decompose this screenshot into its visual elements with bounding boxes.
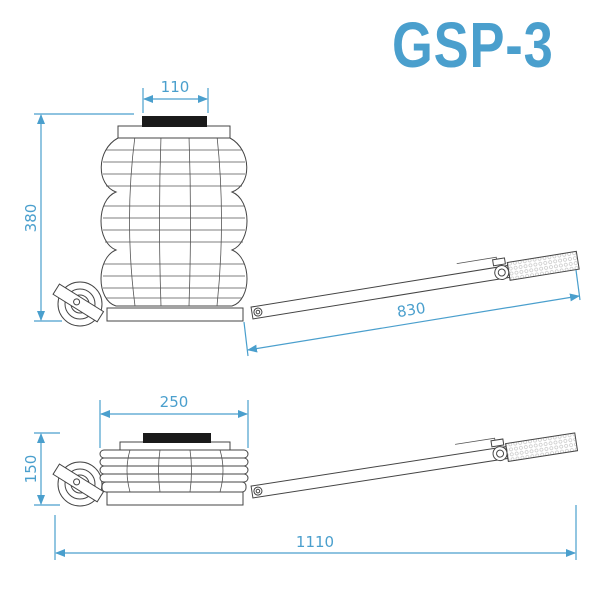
raised-jack: 110 380 830	[22, 78, 581, 357]
lift-plate-lowered	[143, 433, 211, 443]
base-plate-lowered	[106, 491, 244, 506]
wheel-raised	[52, 281, 105, 327]
dim-overall-length: 1110	[296, 533, 334, 551]
dimension-150: 150	[22, 432, 60, 506]
dimension-110: 110	[142, 78, 209, 113]
dim-handle-length: 830	[396, 299, 427, 321]
wheel-lowered	[52, 461, 105, 507]
lowered-jack: 250 150 1110	[22, 393, 579, 560]
dim-body-width: 250	[160, 393, 189, 411]
model-title: GSP-3	[392, 9, 554, 81]
dimension-1110: 1110	[54, 505, 577, 560]
handle-lowered	[250, 432, 579, 499]
bellows-lowered	[99, 433, 249, 493]
dim-raised-height: 380	[22, 204, 40, 233]
dimension-250: 250	[99, 393, 249, 448]
dim-plate-width: 110	[161, 78, 190, 96]
dim-lowered-height: 150	[22, 455, 40, 484]
lift-plate	[142, 116, 207, 127]
base-plate	[106, 307, 244, 322]
dimension-830: 830	[243, 269, 581, 357]
bellows-raised	[100, 116, 248, 307]
dimension-380: 380	[22, 113, 134, 322]
